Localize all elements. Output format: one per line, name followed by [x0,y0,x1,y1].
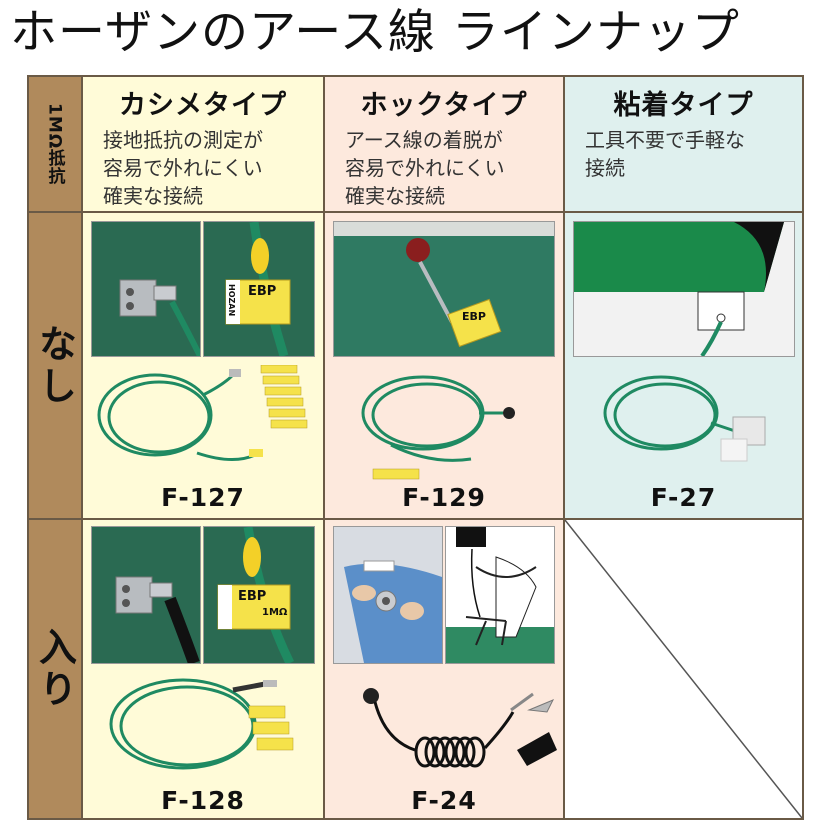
coil-cord-image [363,688,557,768]
tag-photo: EBP 1MΩ [203,526,315,664]
tag-photo: EBP HOZAN [203,221,315,357]
column-desc: 工具不要で手軽な 接続 [585,128,745,180]
resistance-label: 1MΩ抵抗 [44,102,65,186]
product-code: F-128 [161,786,245,815]
product-cell-f127[interactable]: EBP HOZAN F-127 [83,213,325,520]
earth-cord-coil-image [109,678,294,770]
product-cell-f128[interactable]: EBP 1MΩ F-128 [83,520,325,820]
column-name: 粘着タイプ [613,90,754,121]
empty-cell [565,520,804,820]
product-code: F-127 [161,483,245,512]
earth-cord-coil-image [603,375,766,462]
earth-cord-coil-image [361,375,515,480]
hock-mat-photo: EBP [333,221,555,357]
resistance-tag-text: 1MΩ [262,607,288,618]
earth-cord-coil-image [97,365,308,461]
page-title: ホーザンのアース線 ラインナップ [10,5,740,60]
ebp-tag-text: EBP [238,589,267,604]
ebp-tag-text: EBP [462,310,486,323]
lineup-table: 1MΩ抵抗 カシメタイプ 接地抵抗の測定が 容易で外れにくい 確実な接続 ホック… [27,75,804,820]
wrist-strap-photo [333,526,443,664]
product-code: F-129 [402,483,486,512]
seated-worker-illustration [445,526,555,664]
maker-tag-text: HOZAN [227,284,236,317]
row-label: なし [32,323,77,408]
product-cell-f129[interactable]: EBP F-129 [325,213,565,520]
column-header-hock: ホックタイプ アース線の着脱が 容易で外れにくい 確実な接続 [325,77,565,213]
row-header-without: なし [29,213,83,520]
product-cell-f24[interactable]: F-24 [325,520,565,820]
column-desc: 接地抵抗の測定が 容易で外れにくい 確実な接続 [103,128,263,208]
resistance-header: 1MΩ抵抗 [29,77,83,213]
crimp-terminal-photo [91,526,201,664]
product-cell-f27[interactable]: F-27 [565,213,804,520]
ebp-tag-text: EBP [248,284,277,299]
column-desc: アース線の着脱が 容易で外れにくい 確実な接続 [345,128,505,208]
crimp-terminal-photo [91,221,201,357]
adhesive-mat-illustration [573,221,795,357]
product-code: F-24 [411,786,477,815]
diagonal-line [565,520,802,818]
column-name: ホックタイプ [360,90,528,121]
product-code: F-27 [650,483,717,512]
column-name: カシメタイプ [119,90,287,121]
row-label: 入り [32,627,77,711]
row-header-with: 入り [29,520,83,820]
column-header-kashime: カシメタイプ 接地抵抗の測定が 容易で外れにくい 確実な接続 [83,77,325,213]
column-header-adhesive: 粘着タイプ 工具不要で手軽な 接続 [565,77,804,213]
